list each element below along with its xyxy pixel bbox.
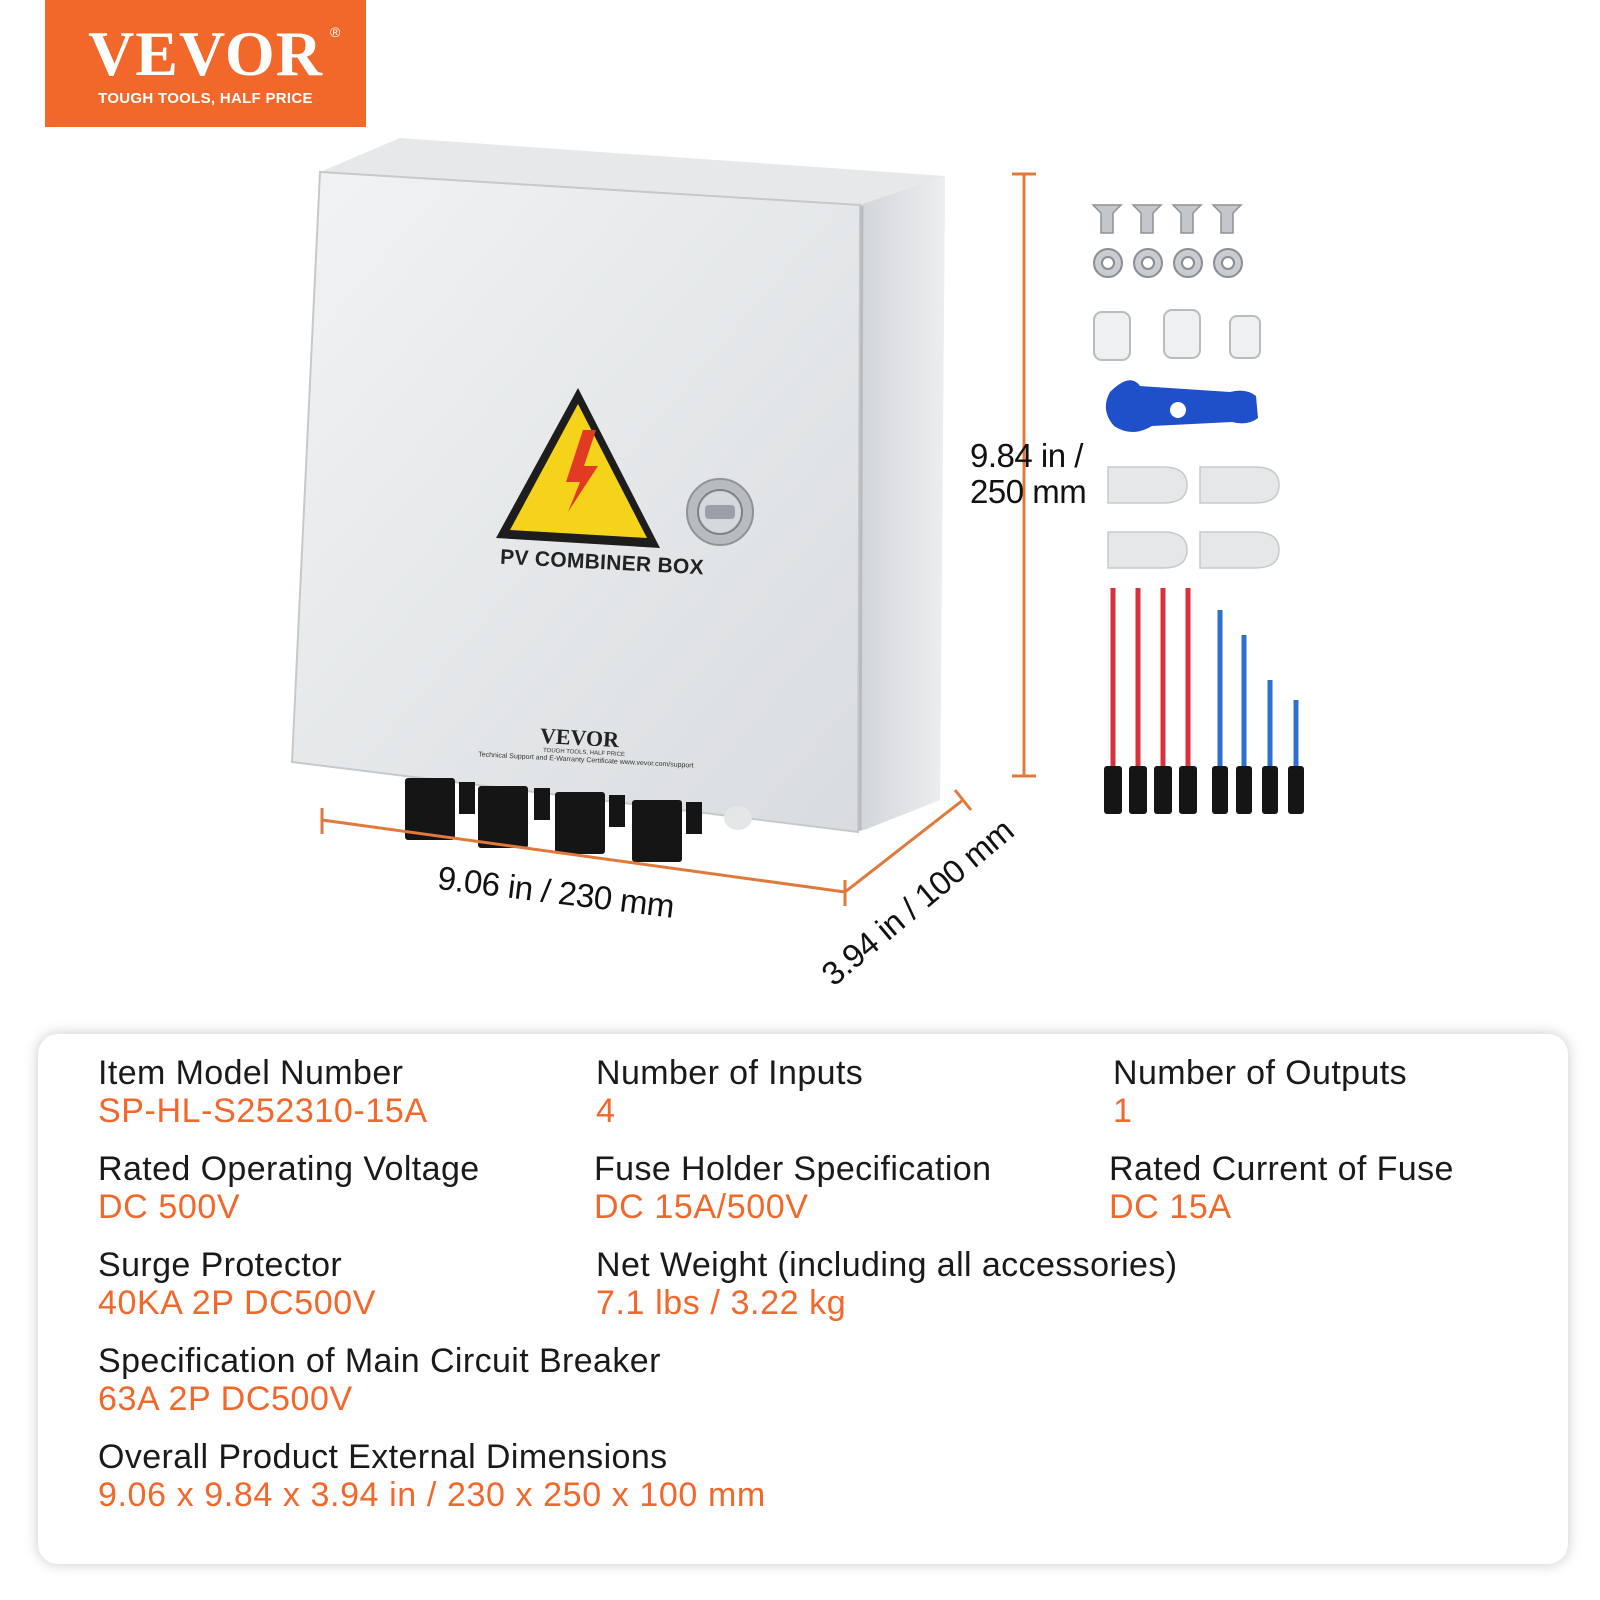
spec-label: Net Weight (including all accessories) (596, 1246, 1178, 1284)
washer-icon (1093, 248, 1243, 278)
spec-item-fuse-current: Rated Current of Fuse DC 15A (1109, 1150, 1454, 1226)
spec-label: Fuse Holder Specification (594, 1150, 992, 1188)
spec-item-model-number: Item Model Number SP-HL-S252310-15A (98, 1054, 428, 1130)
spec-label: Rated Current of Fuse (1109, 1150, 1454, 1188)
spec-item-outputs: Number of Outputs 1 (1113, 1054, 1407, 1130)
mc4-wrench-icon (1105, 380, 1258, 432)
spec-value: 7.1 lbs / 3.22 kg (596, 1284, 847, 1322)
spec-value: 9.06 x 9.84 x 3.94 in / 230 x 250 x 100 … (98, 1476, 766, 1514)
spec-item-inputs: Number of Inputs 4 (596, 1054, 863, 1130)
spec-item-net-weight: Net Weight (including all accessories) 7… (596, 1246, 1177, 1322)
spec-value: DC 15A (1109, 1188, 1232, 1226)
height-dimension-line1: 9.84 in / (970, 437, 1083, 474)
mc4-connectors-bottom (405, 778, 752, 862)
accessories-group (1091, 204, 1304, 814)
spec-value: 4 (596, 1092, 616, 1130)
spec-label: Rated Operating Voltage (98, 1150, 480, 1188)
height-dimension-line2: 250 mm (970, 473, 1087, 510)
depth-dimension-line (844, 798, 964, 894)
dimension-lines (320, 172, 1036, 906)
mounting-bracket-icon (1107, 466, 1280, 569)
cable-gland-icon (1093, 309, 1261, 361)
spec-value: 40KA 2P DC500V (98, 1284, 377, 1322)
spec-value: DC 500V (98, 1188, 241, 1226)
spec-value: DC 15A/500V (594, 1188, 809, 1226)
key-lock-icon (686, 478, 754, 546)
screw-icon (1091, 204, 1243, 234)
logo-wordmark: VEVOR (88, 18, 323, 89)
height-dimension-label: 9.84 in / 250 mm (970, 437, 1087, 510)
logo-registered-mark: ® (330, 24, 341, 40)
product-illustration (290, 138, 1304, 906)
spec-label: Number of Outputs (1113, 1054, 1408, 1092)
mc4-cable-icon (1104, 588, 1304, 814)
spec-label: Overall Product External Dimensions (98, 1438, 668, 1476)
spec-value: 63A 2P DC500V (98, 1380, 353, 1418)
spec-card: Item Model Number SP-HL-S252310-15A Numb… (38, 1034, 1568, 1564)
spec-item-fuse-holder: Fuse Holder Specification DC 15A/500V (594, 1150, 991, 1226)
spec-label: Number of Inputs (596, 1054, 864, 1092)
spec-item-surge-protector: Surge Protector 40KA 2P DC500V (98, 1246, 376, 1322)
spec-label: Specification of Main Circuit Breaker (98, 1342, 661, 1380)
spec-value: SP-HL-S252310-15A (98, 1092, 428, 1130)
spec-item-main-breaker: Specification of Main Circuit Breaker 63… (98, 1342, 661, 1418)
logo-tagline: TOUGH TOOLS, HALF PRICE (98, 90, 313, 107)
width-dimension-line (321, 818, 846, 894)
spec-label: Item Model Number (98, 1054, 404, 1092)
spec-item-external-dimensions: Overall Product External Dimensions 9.06… (98, 1438, 766, 1514)
combiner-box (290, 138, 945, 862)
spec-label: Surge Protector (98, 1246, 343, 1284)
spec-value: 1 (1113, 1092, 1133, 1130)
high-voltage-warning-icon (496, 388, 660, 548)
vevor-logo: VEVOR ® TOUGH TOOLS, HALF PRICE (45, 0, 366, 127)
spec-item-operating-voltage: Rated Operating Voltage DC 500V (98, 1150, 480, 1226)
